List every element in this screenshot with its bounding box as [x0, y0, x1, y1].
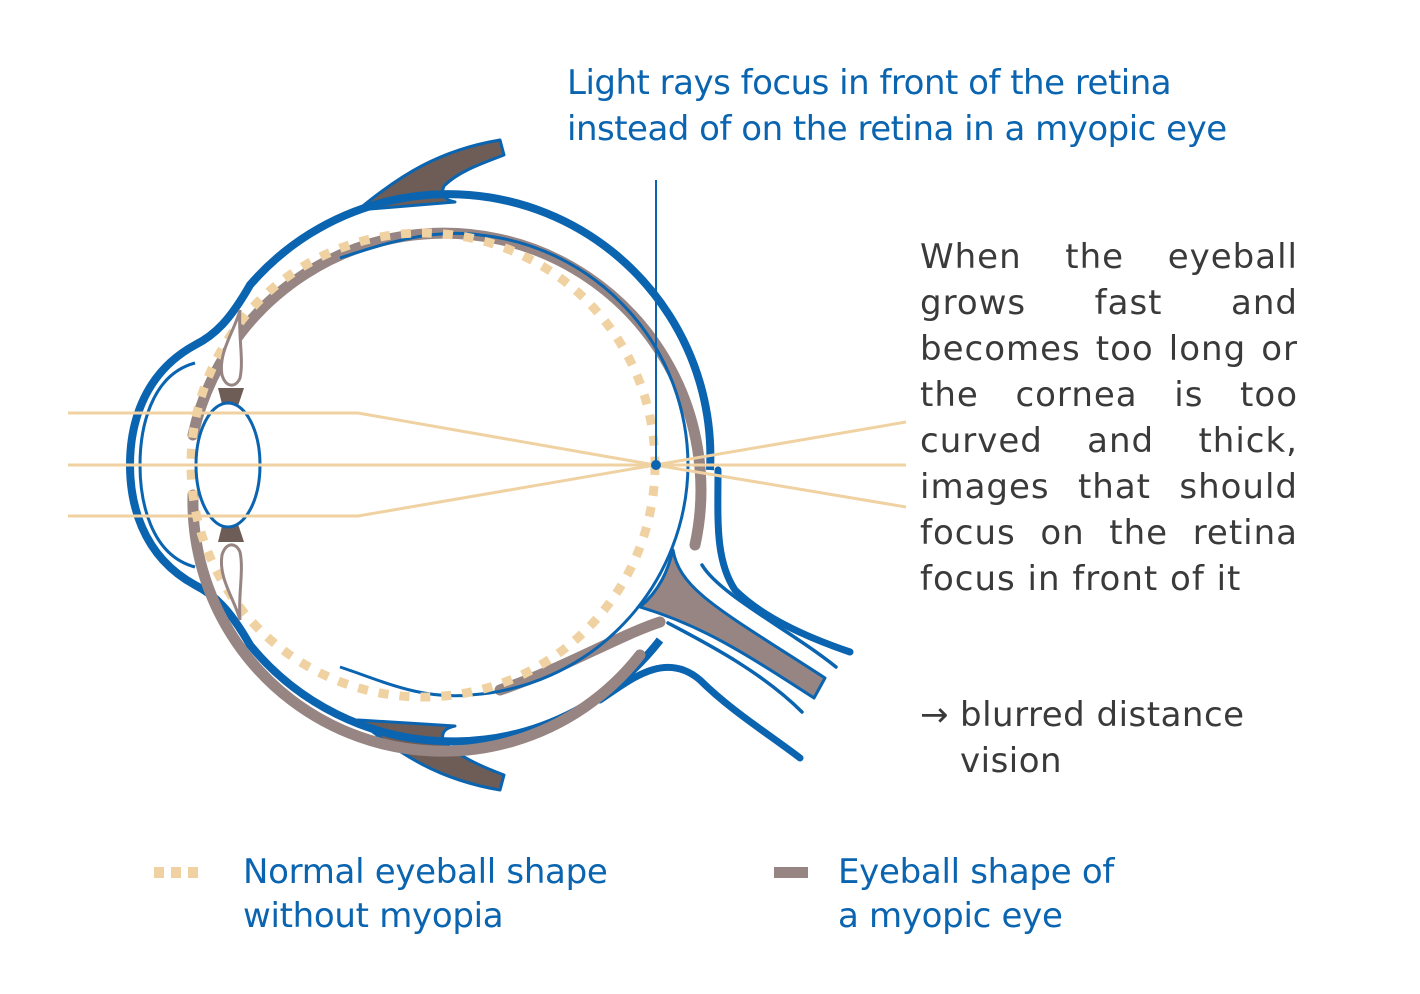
- dotted-swatch-icon: [154, 867, 198, 878]
- optic-nerve-inner-bottom: [666, 621, 804, 714]
- legend-label-myopic: Eyeball shape of a myopic eye: [838, 850, 1114, 938]
- legend-item-myopic: Eyeball shape of a myopic eye: [774, 850, 1114, 938]
- optic-nerve-core: [638, 548, 827, 700]
- optic-nerve-inner-top: [700, 563, 838, 669]
- arrow-right-icon: →: [920, 695, 949, 735]
- optic-nerve-outer-top: [714, 466, 854, 656]
- callout-text: Light rays focus in front of the retina …: [567, 60, 1367, 152]
- ciliary-body-bottom: [219, 543, 243, 621]
- optic-nerve-outer-bottom: [596, 663, 804, 762]
- focal-point: [651, 460, 661, 470]
- ciliary-body-top: [219, 309, 243, 387]
- result-line-1: blurred distance: [960, 695, 1245, 735]
- legend-item-normal: Normal eyeball shape without myopia: [154, 850, 608, 938]
- result-line-2: vision: [960, 741, 1063, 781]
- callout-line-2: instead of on the retina in a myopic eye: [567, 109, 1227, 149]
- solid-swatch-icon: [774, 867, 808, 878]
- legend-normal-line-2: without myopia: [243, 896, 504, 936]
- legend-myopic-line-2: a myopic eye: [838, 896, 1063, 936]
- light-rays: [68, 411, 907, 518]
- legend-label-normal: Normal eyeball shape without myopia: [243, 850, 608, 938]
- sclera-outer: [125, 190, 715, 746]
- callout-line-1: Light rays focus in front of the retina: [567, 63, 1172, 103]
- result-text: → blurred distance vision: [920, 692, 1310, 784]
- legend-normal-line-1: Normal eyeball shape: [243, 852, 608, 892]
- myopic-eyeball-shape: [187, 227, 707, 757]
- legend-myopic-line-1: Eyeball shape of: [838, 852, 1115, 892]
- description-text: When the eyeball grows fast and becomes …: [920, 237, 1298, 599]
